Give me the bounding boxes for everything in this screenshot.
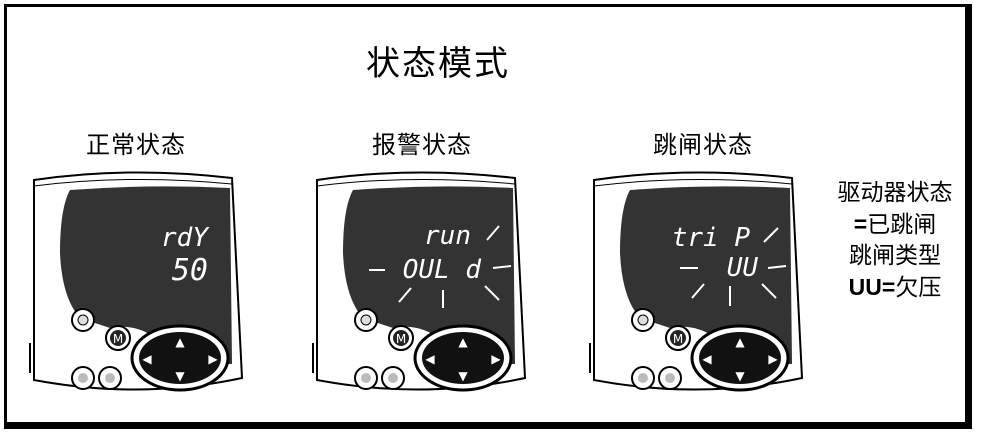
trip-type-heading: 跳闸类型 [849, 243, 941, 269]
right-arrow-icon[interactable]: ▶ [208, 352, 218, 366]
aux-button[interactable] [354, 308, 378, 332]
label-normal-state: 正常状态 [86, 131, 186, 159]
navigation-pad[interactable]: ▲ ▼ ◀ ▶ [130, 324, 230, 392]
label-alarm-state: 报警状态 [372, 131, 472, 159]
start-button[interactable] [381, 366, 405, 390]
drive-status-heading: 驱动器状态 [837, 180, 953, 206]
stop-button[interactable] [354, 366, 378, 390]
display-line-2: UU [727, 253, 759, 283]
up-arrow-icon[interactable]: ▲ [458, 335, 468, 349]
border-frame [4, 4, 972, 429]
down-arrow-icon[interactable]: ▼ [458, 369, 468, 383]
lcd-display [343, 186, 515, 364]
label-trip-state: 跳闸状态 [653, 131, 753, 159]
drive-keypad-trip: tri P UU M ▲ ▼ ◀ ▶ [589, 171, 804, 392]
lcd-display [620, 186, 792, 364]
svg-text:M: M [673, 332, 683, 346]
display-line-1: rdY [161, 223, 210, 253]
left-arrow-icon[interactable]: ◀ [142, 352, 152, 366]
svg-text:M: M [396, 332, 406, 346]
left-arrow-icon[interactable]: ◀ [702, 352, 712, 366]
right-arrow-icon[interactable]: ▶ [768, 352, 778, 366]
start-button[interactable] [658, 366, 682, 390]
svg-text:M: M [113, 332, 123, 346]
mode-button[interactable]: M [665, 325, 691, 351]
navigation-pad[interactable]: ▲ ▼ ◀ ▶ [413, 324, 513, 392]
page-title: 状态模式 [366, 44, 510, 84]
drive-keypad-normal: rdY 50 M ▲ ▼ ◀ ▶ [29, 171, 244, 392]
display-line-1: tri P [672, 223, 751, 253]
mode-button[interactable]: M [105, 325, 131, 351]
start-button[interactable] [98, 366, 122, 390]
right-arrow-icon[interactable]: ▶ [491, 352, 501, 366]
aux-button[interactable] [631, 308, 655, 332]
stop-button[interactable] [71, 366, 95, 390]
drive-keypad-alarm: run OUL d M ▲ ▼ ◀ ▶ [312, 171, 527, 392]
drive-status-value: =已跳闸 [853, 211, 937, 238]
trip-type-value: UU=欠压 [848, 274, 942, 301]
up-arrow-icon[interactable]: ▲ [175, 335, 185, 349]
up-arrow-icon[interactable]: ▲ [735, 335, 745, 349]
lcd-display [60, 186, 232, 364]
navigation-pad[interactable]: ▲ ▼ ◀ ▶ [690, 324, 790, 392]
display-line-2: OUL d [403, 255, 482, 285]
left-arrow-icon[interactable]: ◀ [425, 352, 435, 366]
flashing-indicator-rays [369, 225, 512, 308]
trip-explanation: 驱动器状态 =已跳闸 跳闸类型 UU=欠压 [820, 178, 970, 304]
aux-button[interactable] [71, 308, 95, 332]
down-arrow-icon[interactable]: ▼ [175, 369, 185, 383]
stop-button[interactable] [631, 366, 655, 390]
down-arrow-icon[interactable]: ▼ [735, 369, 745, 383]
flashing-indicator-rays [680, 227, 787, 306]
display-line-1: run [424, 221, 471, 251]
display-line-2: 50 [172, 253, 208, 288]
mode-button[interactable]: M [388, 325, 414, 351]
